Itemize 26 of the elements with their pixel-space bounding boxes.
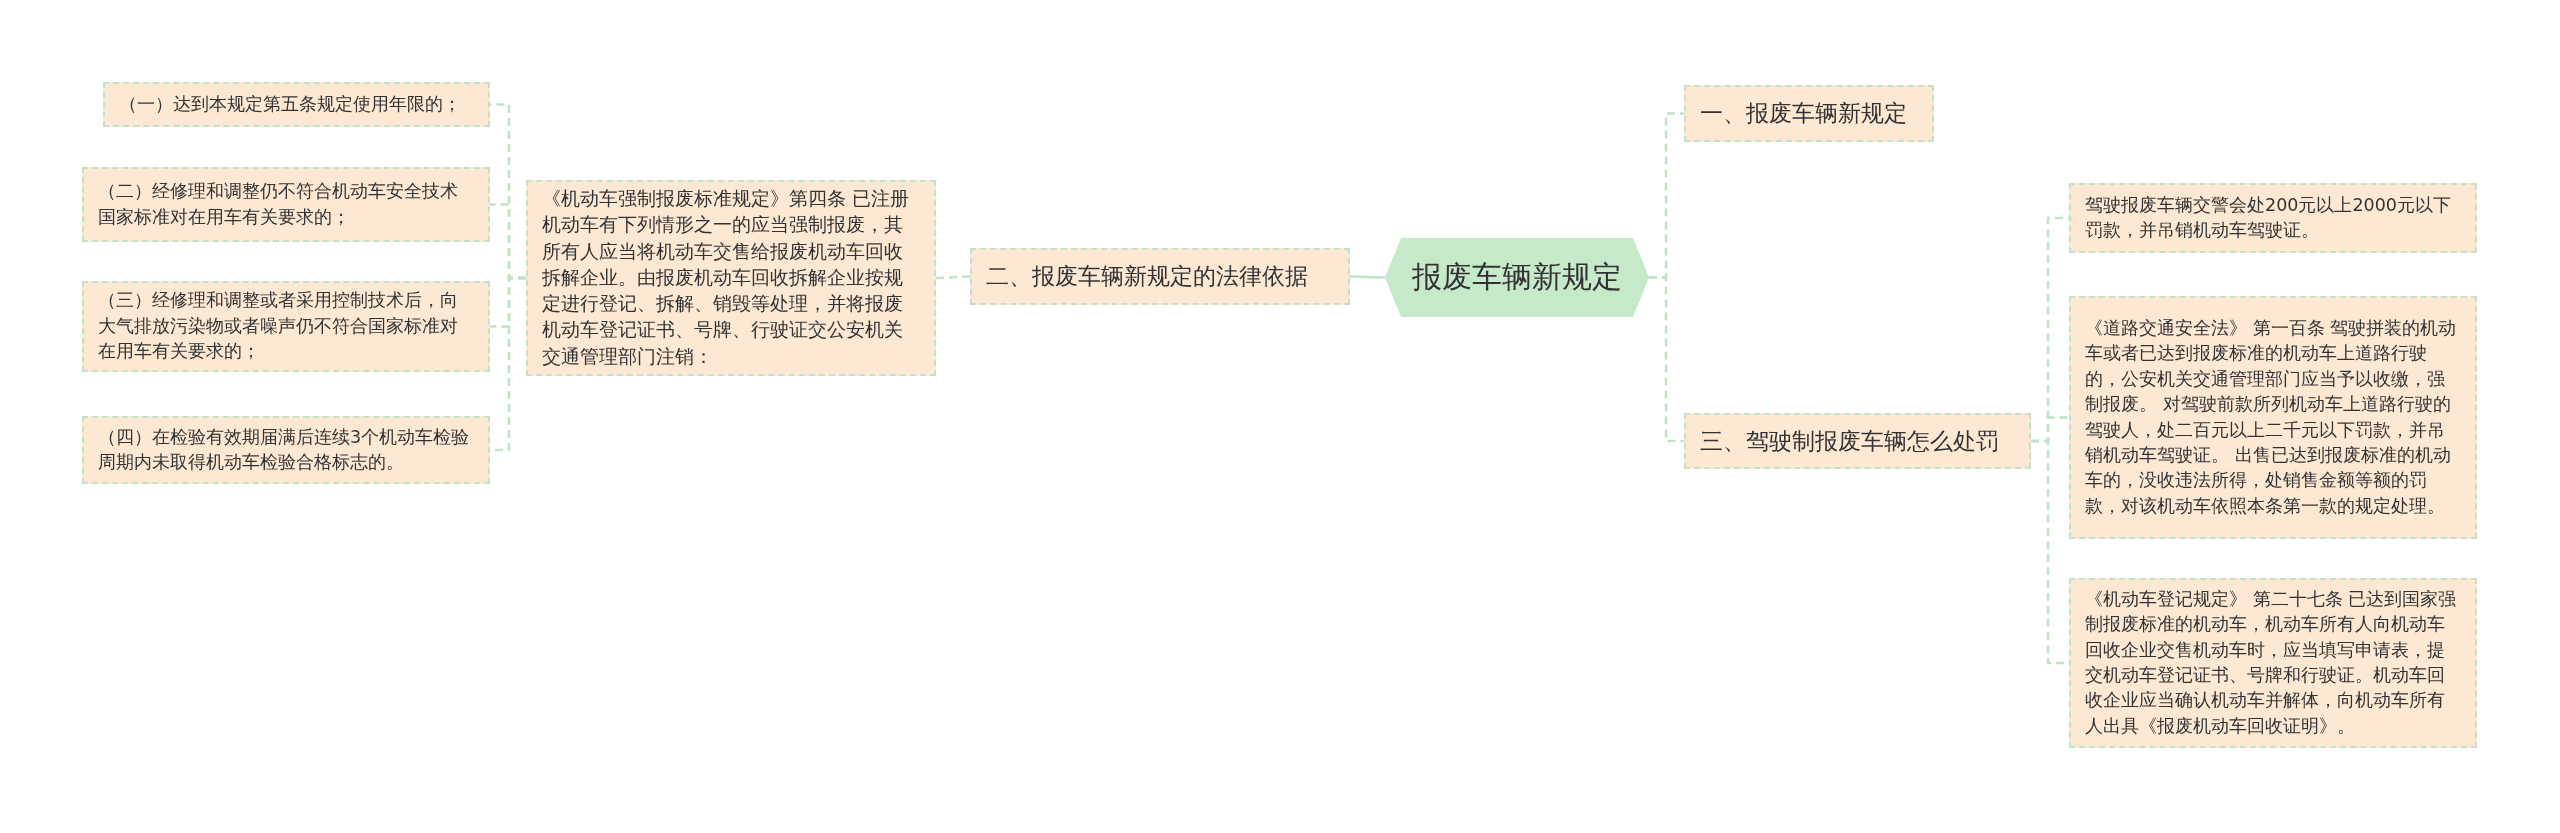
branch-box xyxy=(1684,85,1934,142)
node-text: 《道路交通安全法》 第一百条 驾驶拼装的机动车或者已达到报废标准的机动车上道路行驶的，公安机关交通管理部门应当予以收缴，强制报废。 对驾驶前款所列机动车上道路行驶的驾驶人，处二百元以上二千元以下罚款，并吊销机动车驾驶证。 出售已达到报废标准的机动车的，没收违法所得，处销售金额等额的罚款，对该机动车依照本条第一款的规定处理。 xyxy=(2085,317,2458,518)
text-box xyxy=(2069,296,2477,539)
node-text: 驾驶报废车辆交警会处200元以上2000元以下罚款，并吊销机动车驾驶证。 xyxy=(2085,193,2452,242)
connector-line xyxy=(1649,276,1684,443)
node-text: 《机动车登记规定》 第二十七条 已达到国家强制报废标准的机动车，机动车所有人向机动车回收企业交售机动车时，应当填写申请表，提交机动车登记证书、号牌和行驶证。机动车回收企业应当确认机动车并解体，向机动车所有人出具《报废机动车回收证明》。 xyxy=(2085,587,2458,738)
text-box xyxy=(103,82,490,127)
text-box xyxy=(2069,183,2477,253)
text-box xyxy=(82,281,490,372)
text-box xyxy=(2069,578,2477,748)
text-box xyxy=(526,180,936,376)
topic-text: 报废车辆新规定 xyxy=(1412,258,1622,296)
text-box xyxy=(82,167,490,242)
connector-line xyxy=(1349,275,1386,279)
connector-line xyxy=(935,275,971,280)
node-text: （三）经修理和调整或者采用控制技术后，向大气排放污染物或者噪声仍不符合国家标准对在用车有关要求的； xyxy=(98,289,459,364)
node-text: （四）在检验有效期届满后连续3个机动车检验周期内未取得机动车检验合格标志的。 xyxy=(98,425,471,474)
branch-box xyxy=(970,248,1350,305)
node-text: 二、报废车辆新规定的法律依据 xyxy=(986,262,1308,291)
node-text: 三、驾驶制报废车辆怎么处罚 xyxy=(1700,426,1999,456)
node-text: （二）经修理和调整仍不符合机动车安全技术国家标准对在用车有关要求的； xyxy=(98,180,459,229)
branch-box xyxy=(1684,413,2031,469)
node-text: 一、报废车辆新规定 xyxy=(1700,99,1907,128)
node-text: 《机动车强制报废标准规定》第四条 已注册机动车有下列情形之一的应当强制报废，其所有人应当将机动车交售给报废机动车回收拆解企业。由报废机动车回收拆解企业按规定进行登记、拆解、销毁等处理，并将报废机动车登记证书、号牌、行驶证交公安机关交通管理部门注销： xyxy=(542,187,910,369)
text-box xyxy=(82,416,490,484)
node-text: （一）达到本规定第五条规定使用年限的； xyxy=(119,92,461,116)
